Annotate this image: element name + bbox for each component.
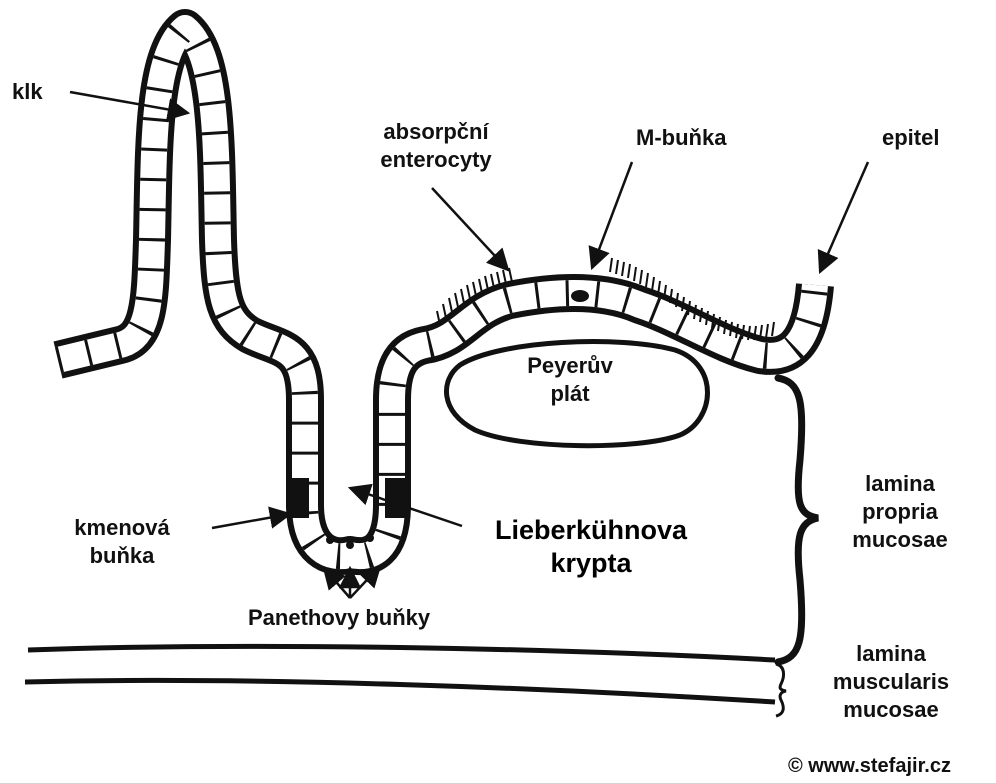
label-lieberkuhn: Lieberkühnova krypta (466, 514, 716, 580)
label-lamina-propria-line1: lamina (830, 470, 970, 498)
label-lieberkuhn-line1: Lieberkühnova (466, 514, 716, 547)
label-peyeruv-line2: plát (510, 380, 630, 408)
label-epitel: epitel (882, 124, 939, 152)
label-lamina-propria-line3: mucosae (830, 526, 970, 554)
label-absorpcni-line1: absorpční (366, 118, 506, 146)
label-lamina-propria: lamina propria mucosae (830, 470, 970, 554)
label-lieberkuhn-line2: krypta (466, 547, 716, 580)
muscularis-mucosae-lines (25, 646, 775, 702)
stem-cells (287, 478, 407, 518)
label-lamina-muscularis-line2: muscularis (816, 668, 966, 696)
label-absorpcni-line2: enterocyty (366, 146, 506, 174)
label-panethovy: Panethovy buňky (248, 604, 430, 632)
label-kmenova: kmenová buňka (62, 514, 182, 570)
lamina-propria-brace (778, 378, 818, 662)
label-peyeruv: Peyerův plát (510, 352, 630, 408)
label-m-bunka: M-buňka (636, 124, 726, 152)
label-lamina-muscularis-line1: lamina (816, 640, 966, 668)
label-lamina-propria-line2: propria (830, 498, 970, 526)
label-kmenova-line2: buňka (62, 542, 182, 570)
label-lamina-muscularis: lamina muscularis mucosae (816, 640, 966, 724)
label-kmenova-line1: kmenová (62, 514, 182, 542)
label-absorpcni: absorpční enterocyty (366, 118, 506, 174)
label-lamina-muscularis-line3: mucosae (816, 696, 966, 724)
label-peyeruv-line1: Peyerův (510, 352, 630, 380)
epithelium-layer (58, 28, 815, 556)
label-klk: klk (12, 78, 43, 106)
credit-watermark: © www.stefajir.cz (788, 752, 951, 780)
muscularis-brace (776, 664, 786, 716)
m-cell-nucleus (571, 290, 589, 302)
